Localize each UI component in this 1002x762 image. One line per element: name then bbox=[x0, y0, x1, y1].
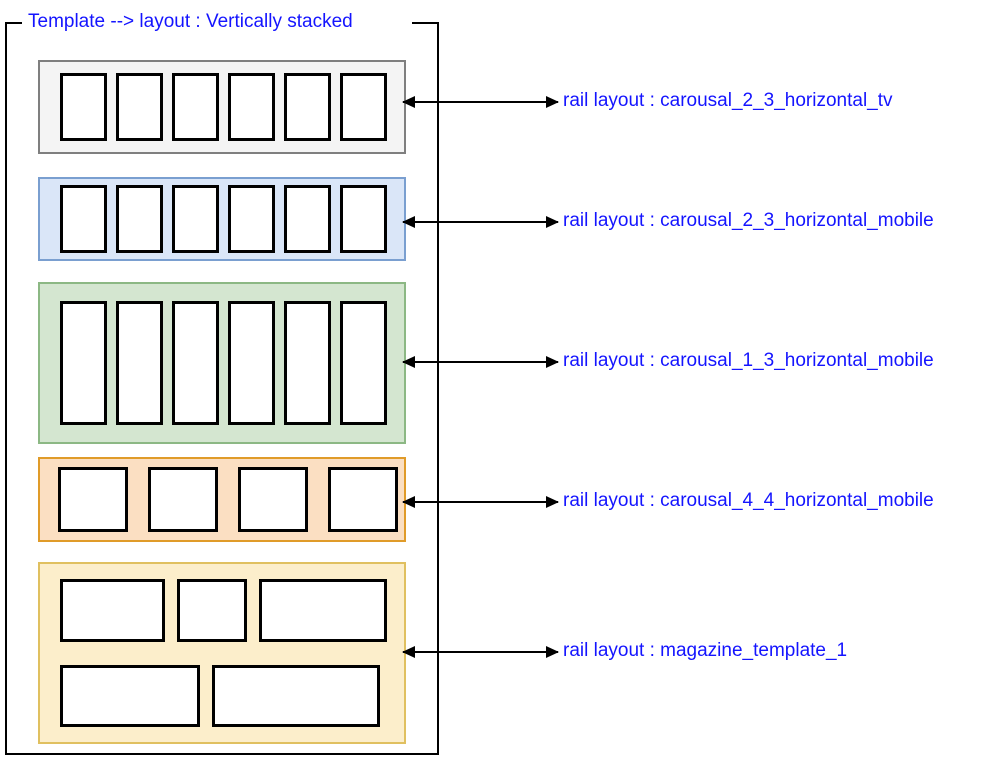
rail-label-carousal-2-3-horizontal-mobile: rail layout : carousal_2_3_horizontal_mo… bbox=[563, 210, 934, 231]
rail-card[interactable] bbox=[340, 185, 387, 253]
rail-carousal-2-3-horizontal-tv[interactable] bbox=[38, 60, 406, 154]
rail-card[interactable] bbox=[212, 665, 380, 727]
rail-card[interactable] bbox=[116, 185, 163, 253]
rail-label-carousal-1-3-horizontal-mobile: rail layout : carousal_1_3_horizontal_mo… bbox=[563, 350, 934, 371]
rail-label-carousal-4-4-horizontal-mobile: rail layout : carousal_4_4_horizontal_mo… bbox=[563, 490, 934, 511]
template-frame-legend-gap bbox=[22, 14, 412, 30]
rail-carousal-1-3-horizontal-mobile[interactable] bbox=[38, 282, 406, 444]
rail-card[interactable] bbox=[284, 185, 331, 253]
rail-cards-row bbox=[40, 459, 404, 540]
rail-card[interactable] bbox=[60, 665, 200, 727]
rail-card[interactable] bbox=[58, 467, 128, 532]
rail-card[interactable] bbox=[284, 73, 331, 141]
rail-cards-row bbox=[40, 62, 404, 152]
rail-card-row-1 bbox=[60, 579, 404, 642]
rail-card[interactable] bbox=[116, 301, 163, 425]
rail-magazine-template-1[interactable] bbox=[38, 562, 406, 744]
rail-card-row-2 bbox=[60, 665, 404, 727]
rail-card[interactable] bbox=[284, 301, 331, 425]
rail-card[interactable] bbox=[259, 579, 387, 642]
rail-card[interactable] bbox=[60, 185, 107, 253]
rail-card[interactable] bbox=[148, 467, 218, 532]
rail-card[interactable] bbox=[228, 185, 275, 253]
rail-card[interactable] bbox=[60, 73, 107, 141]
connector-arrow-rail-1 bbox=[402, 96, 559, 108]
rail-card[interactable] bbox=[238, 467, 308, 532]
rail-card[interactable] bbox=[60, 301, 107, 425]
rail-card[interactable] bbox=[340, 301, 387, 425]
rail-card[interactable] bbox=[228, 73, 275, 141]
rail-label-magazine-template-1: rail layout : magazine_template_1 bbox=[563, 640, 848, 661]
connector-arrow-rail-3 bbox=[402, 356, 559, 368]
connector-arrow-rail-4 bbox=[402, 496, 559, 508]
connector-arrow-rail-5 bbox=[402, 646, 559, 658]
rail-card[interactable] bbox=[340, 73, 387, 141]
connector-arrow-rail-2 bbox=[402, 216, 559, 228]
rail-card[interactable] bbox=[172, 301, 219, 425]
rail-cards-row bbox=[40, 179, 404, 259]
rail-card[interactable] bbox=[177, 579, 247, 642]
template-title: Template --> layout : Vertically stacked bbox=[28, 11, 353, 32]
rail-card[interactable] bbox=[172, 73, 219, 141]
rail-card[interactable] bbox=[116, 73, 163, 141]
rail-card[interactable] bbox=[328, 467, 398, 532]
rail-card-grid bbox=[40, 564, 404, 742]
rail-label-carousal-2-3-horizontal-tv: rail layout : carousal_2_3_horizontal_tv bbox=[563, 90, 893, 111]
rail-carousal-2-3-horizontal-mobile[interactable] bbox=[38, 177, 406, 261]
rail-carousal-4-4-horizontal-mobile[interactable] bbox=[38, 457, 406, 542]
rail-card[interactable] bbox=[172, 185, 219, 253]
rail-cards-row bbox=[40, 284, 404, 442]
rail-card[interactable] bbox=[60, 579, 165, 642]
rail-card[interactable] bbox=[228, 301, 275, 425]
